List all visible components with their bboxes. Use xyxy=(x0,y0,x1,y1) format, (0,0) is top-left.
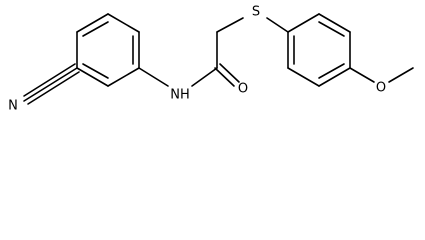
nitrile-n-label: N xyxy=(8,99,18,114)
bond xyxy=(76,67,109,87)
thioether: S xyxy=(252,5,289,33)
bond xyxy=(287,67,320,87)
bond xyxy=(266,17,289,33)
bond xyxy=(107,13,140,33)
triple-bond xyxy=(23,63,76,97)
double-bond-inner xyxy=(318,63,345,79)
carbonyl-o-label: O xyxy=(238,82,248,97)
bond xyxy=(318,67,351,87)
double-bond-inner xyxy=(82,63,109,79)
bond xyxy=(388,67,414,83)
thioether-s-label: S xyxy=(252,5,260,20)
ether-o-label: O xyxy=(376,81,386,96)
bond xyxy=(191,67,218,87)
bond xyxy=(76,13,109,33)
cyanophenyl-ring xyxy=(76,13,140,87)
triple-bond xyxy=(23,67,78,102)
bond xyxy=(138,67,169,87)
bond xyxy=(287,13,320,33)
carbonyl-double-bond xyxy=(214,67,235,87)
carbonyl-double-bond xyxy=(219,63,240,83)
bond xyxy=(216,17,244,33)
methoxyphenyl-ring xyxy=(287,13,351,87)
bond xyxy=(318,13,351,33)
amide-linker: NH O xyxy=(138,17,248,103)
double-bond-inner xyxy=(82,21,109,37)
nitrile-group: N xyxy=(8,63,80,114)
bond xyxy=(107,67,140,87)
triple-bond xyxy=(27,71,80,105)
amide-nh-label: NH xyxy=(170,88,190,103)
bond xyxy=(349,67,375,83)
double-bond-inner xyxy=(318,21,345,37)
chemical-structure: N NH O S O xyxy=(8,5,414,114)
methoxy-group: O xyxy=(349,67,414,96)
